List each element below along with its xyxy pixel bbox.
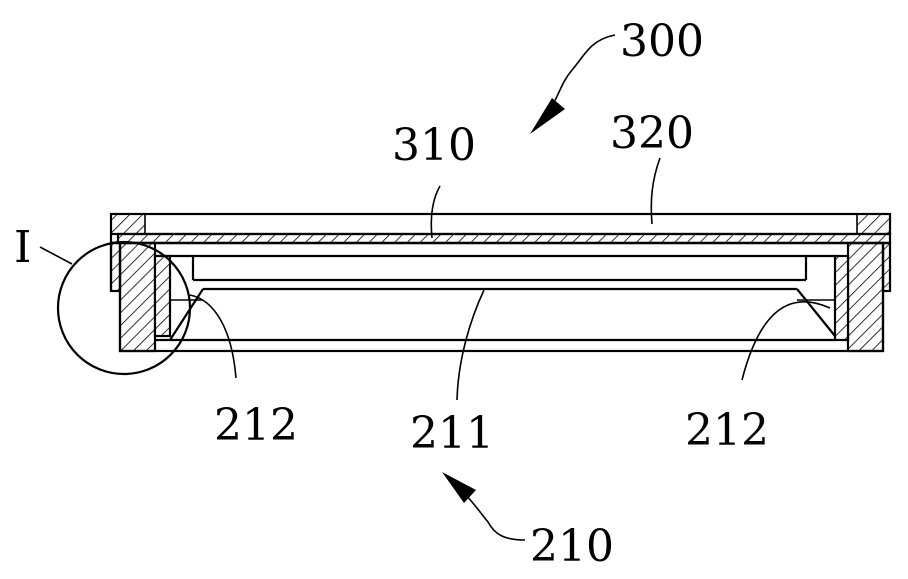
arrow-210 <box>442 472 476 503</box>
label-212-left: 212 <box>214 400 298 451</box>
label-detail-I: I <box>14 222 31 273</box>
label-211: 211 <box>410 408 494 459</box>
label-320: 320 <box>610 108 694 159</box>
right-wall <box>833 241 892 353</box>
labels: 300 310 320 I 212 211 212 210 <box>14 16 769 572</box>
detail-circle-I <box>39 240 192 376</box>
leader-lines <box>189 34 831 541</box>
left-wall <box>109 241 172 353</box>
label-300: 300 <box>620 16 704 67</box>
arrow-300 <box>530 98 565 134</box>
cover-layer-320 <box>109 212 892 236</box>
housing-210 <box>118 241 885 353</box>
label-210: 210 <box>530 521 614 572</box>
label-212-right: 212 <box>685 405 769 456</box>
label-310: 310 <box>392 120 476 171</box>
membrane-211 <box>169 287 836 341</box>
